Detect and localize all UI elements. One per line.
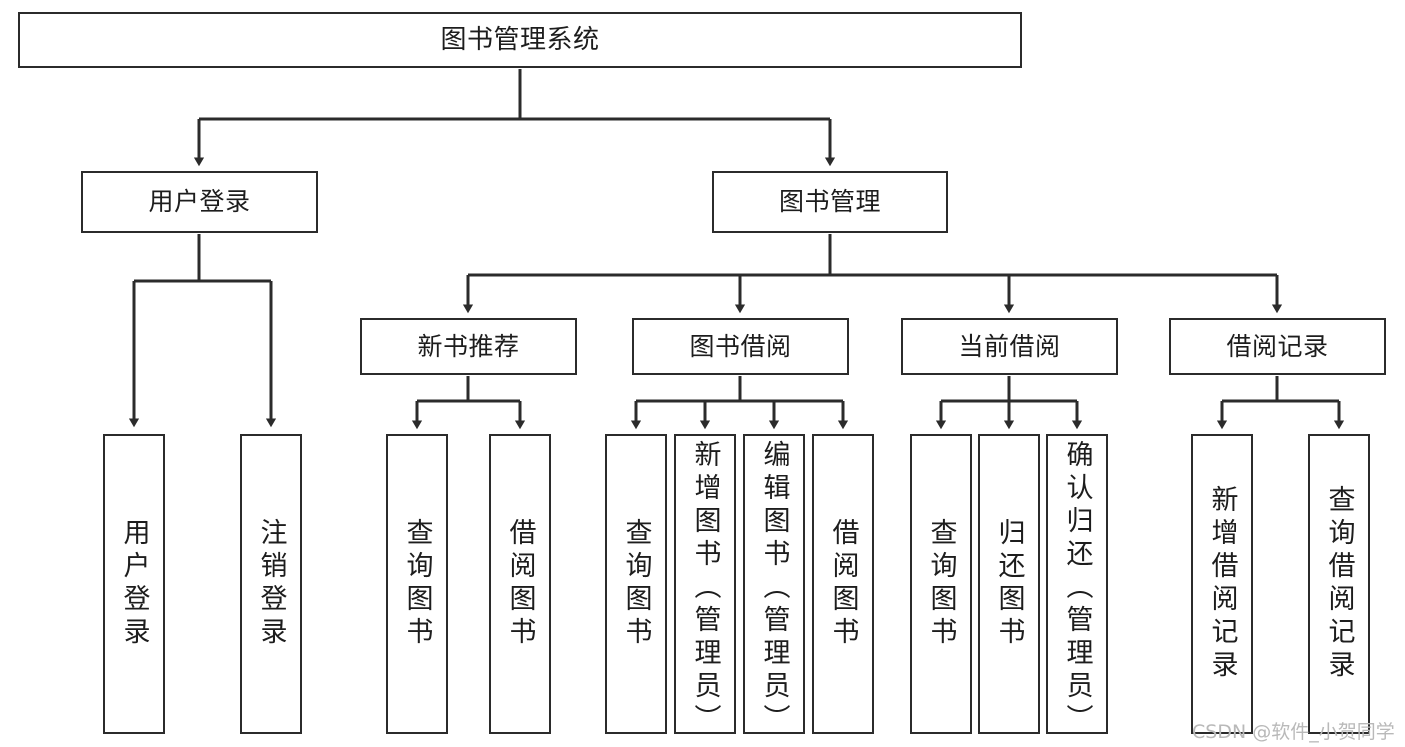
node-label: 借阅图书 [504, 518, 536, 650]
leaf-add-book-admin[interactable]: 新增图书（管理员） [674, 434, 736, 737]
node-borrow-record[interactable]: 借阅记录 [1169, 318, 1386, 375]
leaf-query-book-borrow[interactable]: 查询图书 [605, 434, 667, 734]
node-book-management[interactable]: 图书管理 [712, 171, 948, 233]
leaf-logout[interactable]: 注销登录 [240, 434, 302, 734]
node-label: 查询图书 [401, 518, 433, 650]
node-label: 查询图书 [620, 518, 652, 650]
node-label: 查询图书 [925, 518, 957, 650]
node-label: 查询借阅记录 [1323, 485, 1355, 683]
node-label: 编辑图书（管理员） [758, 440, 790, 737]
node-label: 新增图书（管理员） [689, 440, 721, 737]
node-new-book-recommend[interactable]: 新书推荐 [360, 318, 577, 375]
leaf-borrow-book[interactable]: 借阅图书 [812, 434, 874, 734]
leaf-edit-book-admin[interactable]: 编辑图书（管理员） [743, 434, 805, 737]
csdn-watermark: CSDN @软件_小贺同学 [1192, 721, 1395, 743]
leaf-query-borrow-record[interactable]: 查询借阅记录 [1308, 434, 1370, 734]
leaf-query-book-recommend[interactable]: 查询图书 [386, 434, 448, 734]
node-current-borrow[interactable]: 当前借阅 [901, 318, 1118, 375]
node-label: 确认归还（管理员） [1061, 440, 1093, 737]
node-label: 图书管理系统 [440, 24, 600, 55]
node-label: 图书管理 [778, 187, 881, 217]
node-book-borrow[interactable]: 图书借阅 [632, 318, 849, 375]
node-label: 图书借阅 [689, 331, 792, 361]
node-label: 用户登录 [118, 518, 150, 650]
node-label: 借阅图书 [827, 518, 859, 650]
leaf-user-login[interactable]: 用户登录 [103, 434, 165, 734]
leaf-borrow-book-recommend[interactable]: 借阅图书 [489, 434, 551, 734]
node-label: 新书推荐 [417, 331, 520, 361]
node-label: 当前借阅 [958, 331, 1061, 361]
leaf-query-book-current[interactable]: 查询图书 [910, 434, 972, 734]
node-label: 借阅记录 [1226, 331, 1329, 361]
node-label: 归还图书 [993, 518, 1025, 650]
node-label: 新增借阅记录 [1206, 485, 1238, 683]
leaf-confirm-return-admin[interactable]: 确认归还（管理员） [1046, 434, 1108, 737]
node-user-login[interactable]: 用户登录 [81, 171, 318, 233]
node-root-system[interactable]: 图书管理系统 [18, 12, 1022, 68]
leaf-return-book[interactable]: 归还图书 [978, 434, 1040, 734]
node-label: 注销登录 [255, 518, 287, 650]
node-label: 用户登录 [148, 187, 251, 217]
leaf-add-borrow-record[interactable]: 新增借阅记录 [1191, 434, 1253, 734]
